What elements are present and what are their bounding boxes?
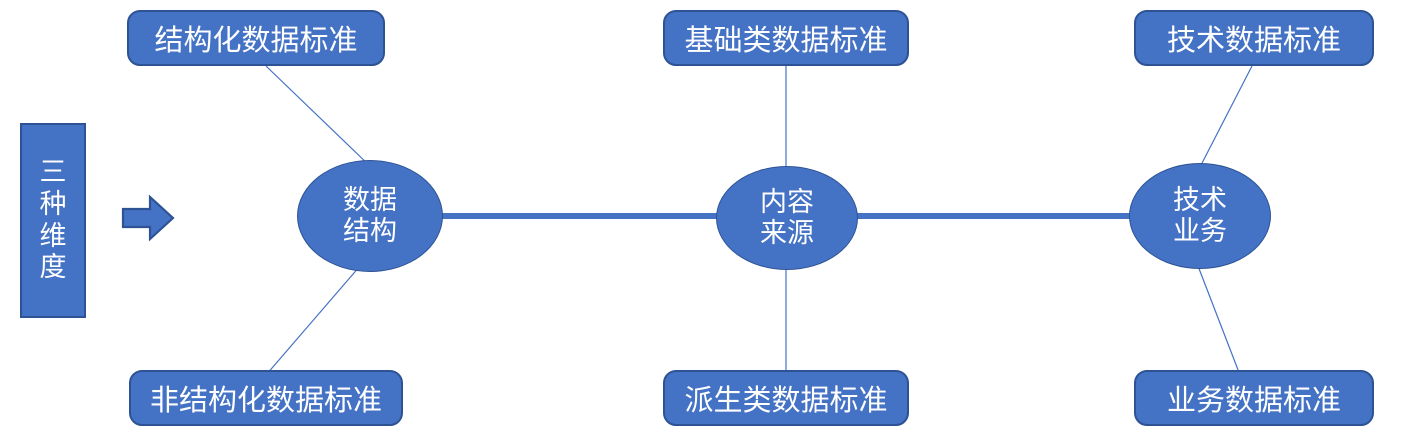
leaf-label: 基础类数据标准 bbox=[684, 25, 888, 57]
leaf-box-business-data-standard[interactable]: 业务数据标准 bbox=[1134, 370, 1374, 426]
leaf-label: 技术数据标准 bbox=[1166, 25, 1341, 57]
leaf-box-technical-data-standard[interactable]: 技术数据标准 bbox=[1134, 10, 1374, 66]
hub-label-line-1: 数据 bbox=[343, 184, 397, 215]
connector-technical-to-hub3 bbox=[1199, 65, 1253, 168]
leaf-label: 派生类数据标准 bbox=[684, 385, 888, 417]
right-arrow-icon bbox=[120, 194, 176, 242]
leaf-box-basic-data-standard[interactable]: 基础类数据标准 bbox=[663, 10, 909, 66]
leaf-box-structured-data-standard[interactable]: 结构化数据标准 bbox=[127, 10, 385, 66]
hub-label-line-2: 结构 bbox=[343, 216, 397, 246]
hub-label-line-2: 来源 bbox=[760, 218, 814, 248]
hub-label-line-1: 内容 bbox=[760, 186, 814, 217]
dimension-char-1: 三 bbox=[39, 156, 67, 187]
dimension-label-bar: 三 种 维 度 bbox=[20, 123, 86, 318]
dimension-char-4: 度 bbox=[39, 252, 67, 283]
hub-label-line-2: 业务 bbox=[1173, 216, 1227, 246]
leaf-label: 业务数据标准 bbox=[1166, 385, 1341, 417]
leaf-box-derived-data-standard[interactable]: 派生类数据标准 bbox=[663, 370, 909, 426]
connector-structured-to-hub1 bbox=[265, 65, 373, 169]
dimension-char-2: 种 bbox=[39, 188, 67, 219]
hub-node-data-structure[interactable]: 数据 结构 bbox=[297, 160, 443, 272]
leaf-label: 结构化数据标准 bbox=[154, 25, 358, 57]
dimension-char-3: 维 bbox=[39, 220, 67, 251]
connector-unstructured-to-hub1 bbox=[265, 265, 361, 376]
leaf-box-unstructured-data-standard[interactable]: 非结构化数据标准 bbox=[129, 370, 403, 426]
leaf-label: 非结构化数据标准 bbox=[149, 385, 382, 417]
hub-node-content-source[interactable]: 内容 来源 bbox=[716, 166, 858, 270]
connector-business-to-hub3 bbox=[1197, 265, 1241, 376]
hub-label-line-1: 技术 bbox=[1173, 184, 1227, 215]
hub-node-tech-business[interactable]: 技术 业务 bbox=[1129, 163, 1271, 269]
